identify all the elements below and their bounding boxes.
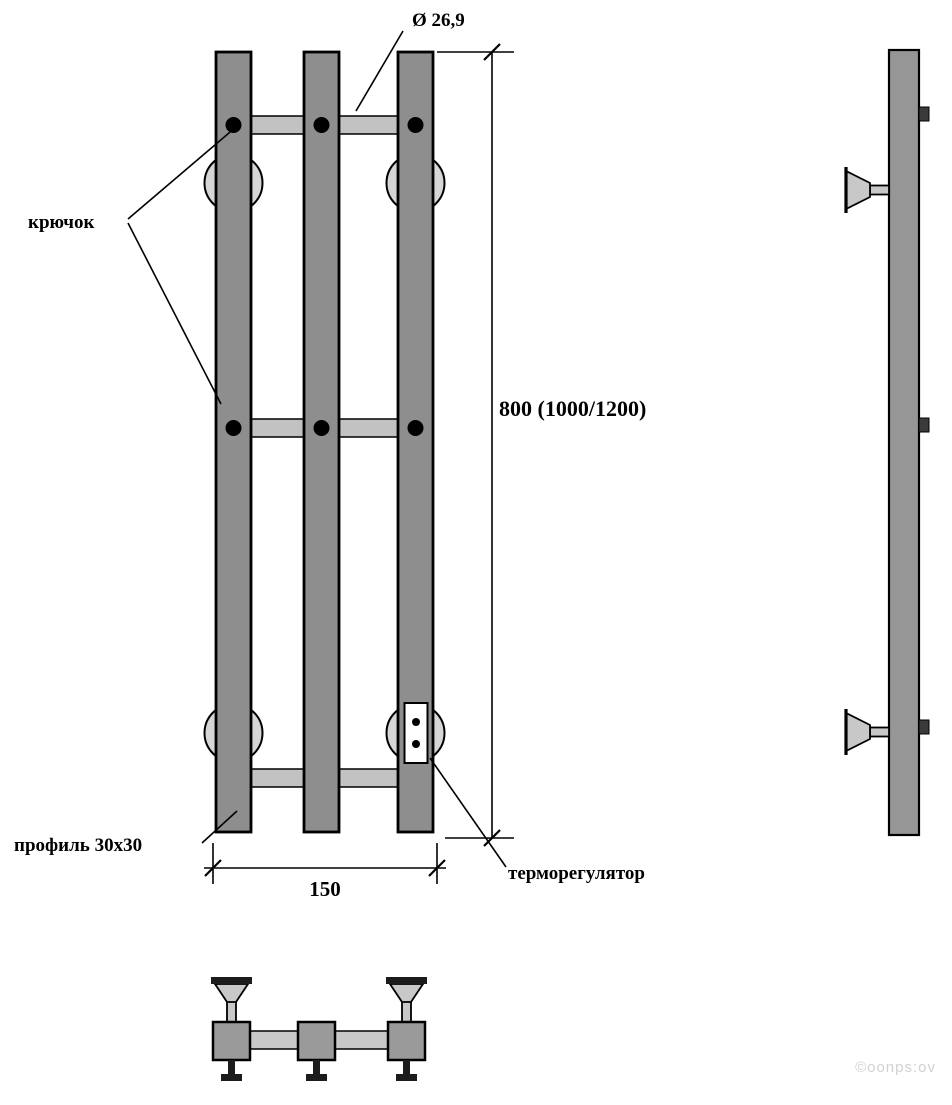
foot-left — [221, 1060, 242, 1081]
hook-leader-line-top — [127, 126, 237, 220]
hook-plan-left — [211, 977, 252, 1023]
wall-peg-bottom — [918, 719, 930, 735]
hook-stem — [869, 726, 890, 738]
section-connector — [334, 1030, 389, 1050]
wall-peg-middle — [918, 417, 930, 433]
profile-section-left — [211, 1020, 252, 1062]
profile-leader-line — [201, 810, 238, 844]
foot-base — [306, 1074, 327, 1081]
front-view — [203, 50, 446, 834]
section-connector — [249, 1030, 299, 1050]
watermark: ©oonps:ov — [855, 1059, 936, 1076]
weld-dot — [225, 117, 242, 133]
dimension-tick — [483, 43, 501, 61]
profile-section-right — [386, 1020, 427, 1062]
profile-bar-left — [214, 50, 253, 834]
thermostat-label: терморегулятор — [508, 863, 645, 884]
thermostat-body — [403, 702, 429, 764]
foot-center — [306, 1060, 327, 1081]
hook-plan-right — [386, 977, 427, 1023]
hook-cap — [386, 977, 427, 984]
width-dimension: 150 — [204, 843, 446, 901]
dimension-tick — [428, 859, 446, 877]
weld-dot — [313, 117, 330, 133]
profile-bar-center — [302, 50, 341, 834]
foot-stem — [313, 1060, 320, 1074]
width-dim-label: 150 — [309, 877, 341, 901]
dimension-tick — [204, 859, 222, 877]
hook-leader-line-bottom — [127, 222, 222, 405]
thermostat-screw — [412, 740, 420, 748]
hook-cone — [388, 983, 425, 1003]
side-profile-bar — [887, 48, 921, 837]
hook-stem — [401, 1000, 412, 1023]
wall-peg-top — [918, 106, 930, 122]
weld-dot — [407, 420, 424, 436]
bottom-view — [211, 977, 427, 1081]
weld-dot — [407, 117, 424, 133]
callouts: Ø 26,9 крючок профиль 30x30 терморегулят… — [14, 10, 645, 884]
hook-cone — [213, 983, 250, 1003]
side-view — [844, 48, 930, 837]
hook-cone — [845, 711, 871, 753]
dimension-tick — [483, 829, 501, 847]
hook-stem — [869, 184, 890, 196]
thermostat-screw — [412, 718, 420, 726]
height-dimension: 800 (1000/1200) — [437, 43, 646, 847]
weld-dot — [225, 420, 242, 436]
hook-cap — [211, 977, 252, 984]
foot-right — [396, 1060, 417, 1081]
weld-dot — [313, 420, 330, 436]
foot-stem — [228, 1060, 235, 1074]
foot-stem — [403, 1060, 410, 1074]
diameter-leader-line — [355, 30, 404, 112]
diameter-label: Ø 26,9 — [412, 10, 465, 31]
height-dim-label: 800 (1000/1200) — [499, 396, 646, 421]
hook-cone — [845, 169, 871, 211]
profile-section-center — [296, 1020, 337, 1062]
hook-side-bottom — [844, 709, 890, 755]
profile-label: профиль 30x30 — [14, 835, 142, 856]
hook-label: крючок — [28, 212, 95, 233]
hook-stem — [226, 1000, 237, 1023]
foot-base — [221, 1074, 242, 1081]
thermostat-leader-line — [429, 757, 507, 868]
foot-base — [396, 1074, 417, 1081]
hook-side-top — [844, 167, 890, 213]
